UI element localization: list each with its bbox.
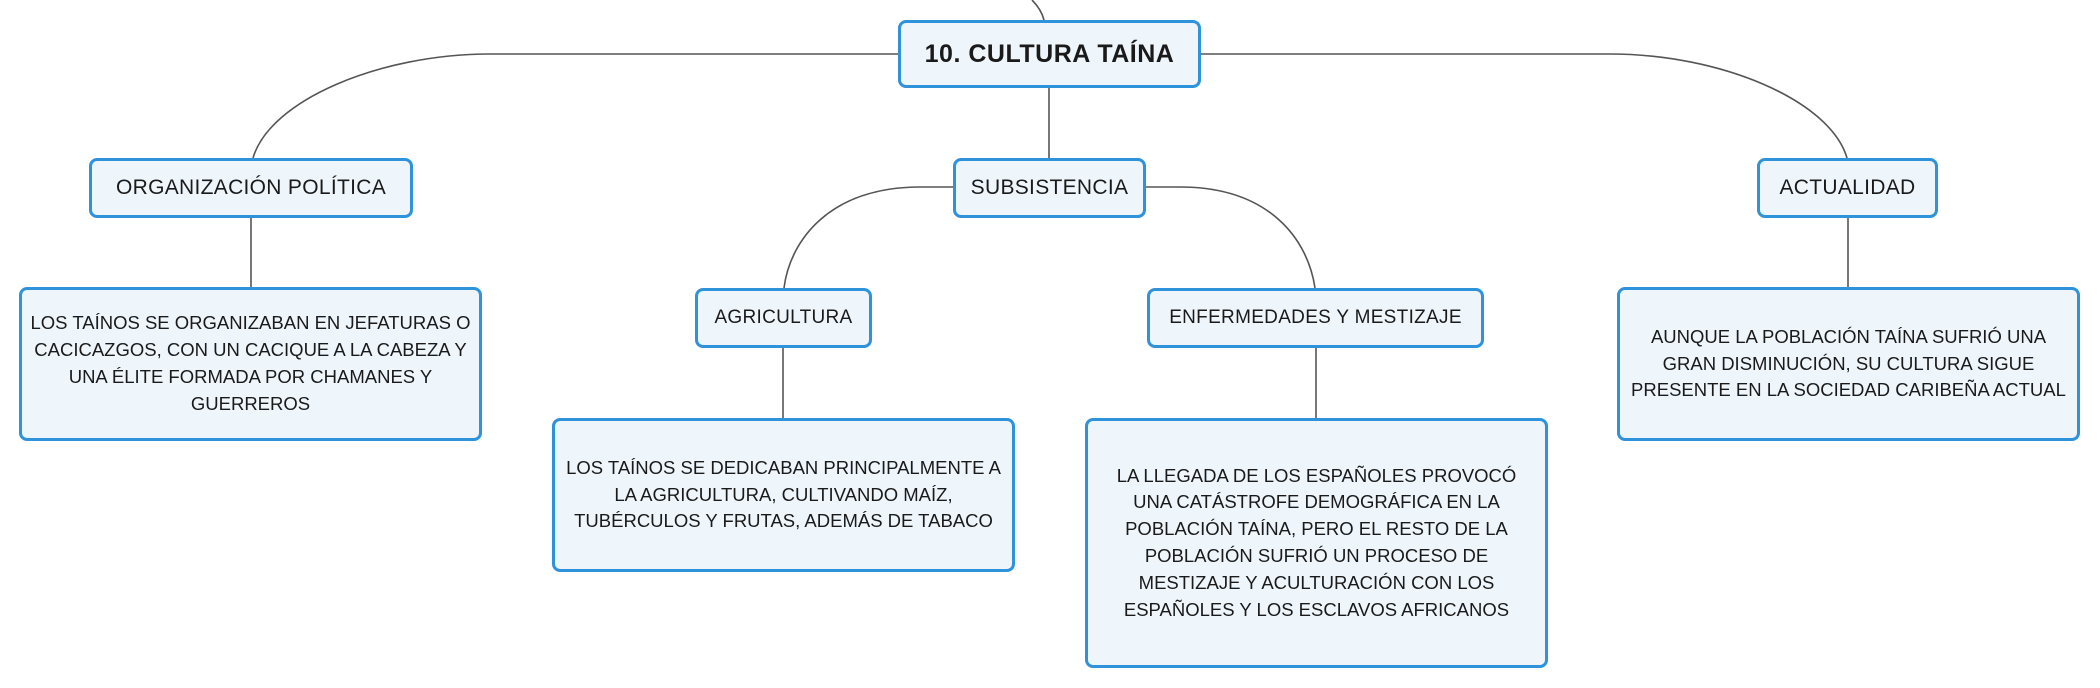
subtopic-enfermedades-mestizaje[interactable]: ENFERMEDADES Y MESTIZAJE <box>1147 288 1484 348</box>
connector-subsistencia-to-enfermedades <box>1146 186 1316 289</box>
root-node[interactable]: 10. CULTURA TAÍNA <box>898 20 1201 88</box>
description-organizacion-text: LOS TAÍNOS SE ORGANIZABAN EN JEFATURAS O… <box>30 312 471 414</box>
topic-actualidad-label: ACTUALIDAD <box>1779 175 1916 199</box>
description-actualidad-text: AUNQUE LA POBLACIÓN TAÍNA SUFRIÓ UNA GRA… <box>1631 325 2066 401</box>
connector-subsistencia-to-agricultura <box>783 186 953 289</box>
description-organizacion[interactable]: LOS TAÍNOS SE ORGANIZABAN EN JEFATURAS O… <box>19 287 482 441</box>
description-agricultura[interactable]: LOS TAÍNOS SE DEDICABAN PRINCIPALMENTE A… <box>552 418 1015 572</box>
subtopic-enfermedades-label: ENFERMEDADES Y MESTIZAJE <box>1169 307 1462 329</box>
connector-parent-to-root <box>1031 0 1045 21</box>
subtopic-agricultura[interactable]: AGRICULTURA <box>695 288 872 348</box>
topic-organizacion-label: ORGANIZACIÓN POLÍTICA <box>116 175 386 199</box>
topic-organizacion-politica[interactable]: ORGANIZACIÓN POLÍTICA <box>89 158 413 218</box>
root-label: 10. CULTURA TAÍNA <box>924 39 1175 68</box>
connector-root-to-actualidad <box>1201 53 1848 159</box>
topic-subsistencia[interactable]: SUBSISTENCIA <box>953 158 1146 218</box>
description-enfermedades-text: LA LLEGADA DE LOS ESPAÑOLES PROVOCÓ UNA … <box>1116 464 1517 620</box>
description-agricultura-text: LOS TAÍNOS SE DEDICABAN PRINCIPALMENTE A… <box>566 456 1001 532</box>
description-actualidad[interactable]: AUNQUE LA POBLACIÓN TAÍNA SUFRIÓ UNA GRA… <box>1617 287 2080 441</box>
topic-actualidad[interactable]: ACTUALIDAD <box>1757 158 1938 218</box>
topic-subsistencia-label: SUBSISTENCIA <box>970 175 1129 199</box>
connector-root-to-organizacion <box>252 53 898 159</box>
description-enfermedades[interactable]: LA LLEGADA DE LOS ESPAÑOLES PROVOCÓ UNA … <box>1085 418 1548 668</box>
subtopic-agricultura-label: AGRICULTURA <box>714 307 853 329</box>
